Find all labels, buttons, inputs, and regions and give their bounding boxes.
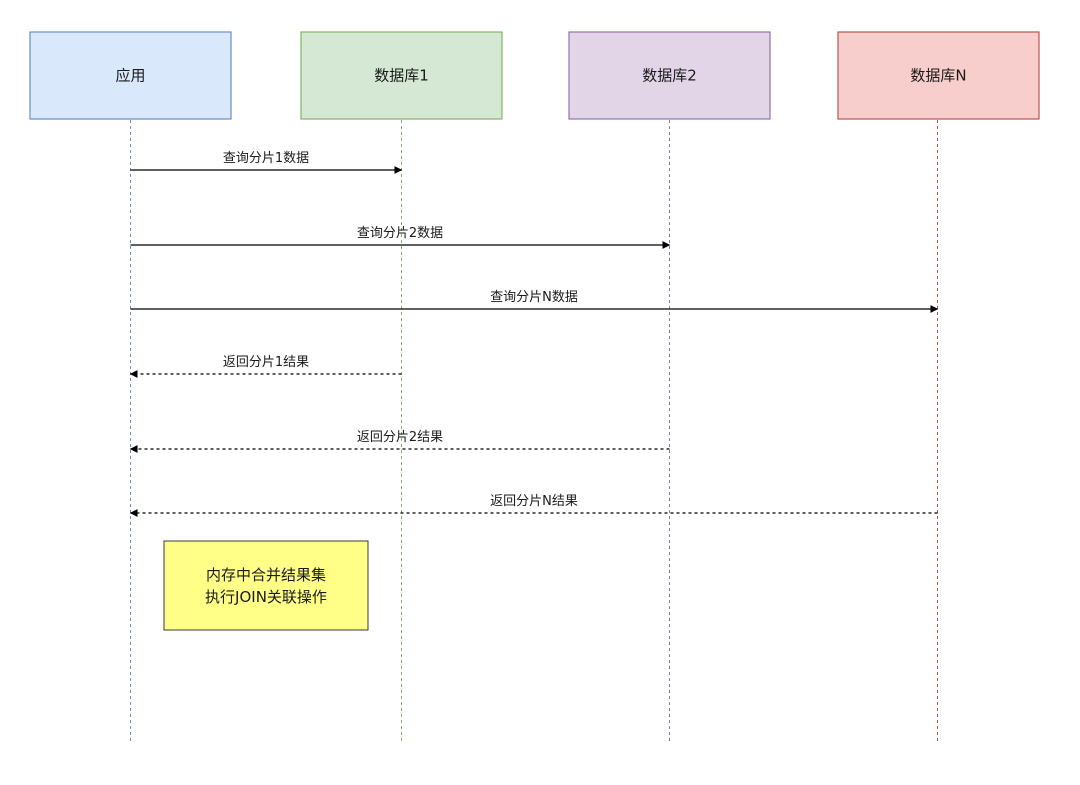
note: 内存中合并结果集 执行JOIN关联操作 (163, 540, 369, 631)
participant-db2: 数据库2 (568, 31, 771, 120)
message-4: 返回分片1结果 (129, 355, 402, 378)
participant-box-db2 (568, 31, 771, 120)
message-label-5: 返回分片2结果 (357, 430, 443, 445)
messages: 查询分片1数据查询分片2数据查询分片N数据返回分片1结果返回分片2结果返回分片N… (129, 151, 939, 517)
note-box (163, 540, 369, 631)
message-label-1: 查询分片1数据 (223, 151, 309, 166)
message-6: 返回分片N结果 (129, 494, 938, 517)
participant-box-dbn (837, 31, 1040, 120)
participant-dbn: 数据库N (837, 31, 1040, 120)
participant-label-db2: 数据库2 (642, 67, 697, 85)
participant-label-app: 应用 (115, 67, 145, 85)
message-3: 查询分片N数据 (130, 290, 939, 313)
note-line-2: 执行JOIN关联操作 (205, 588, 327, 606)
lifelines (130, 120, 938, 742)
message-label-3: 查询分片N数据 (490, 290, 578, 305)
message-2: 查询分片2数据 (130, 226, 671, 249)
participant-box-db1 (300, 31, 503, 120)
participant-app: 应用 (29, 31, 232, 120)
participant-db1: 数据库1 (300, 31, 503, 120)
participant-label-dbn: 数据库N (910, 67, 966, 85)
note-line-1: 内存中合并结果集 (206, 566, 326, 584)
participant-label-db1: 数据库1 (374, 67, 429, 85)
participant-box-app (29, 31, 232, 120)
message-label-6: 返回分片N结果 (490, 494, 578, 509)
message-1: 查询分片1数据 (130, 151, 403, 174)
message-label-4: 返回分片1结果 (223, 355, 309, 370)
participant-boxes: 应用 数据库1 数据库2 数据库N (29, 31, 1040, 120)
message-label-2: 查询分片2数据 (357, 226, 443, 241)
message-5: 返回分片2结果 (129, 430, 670, 453)
